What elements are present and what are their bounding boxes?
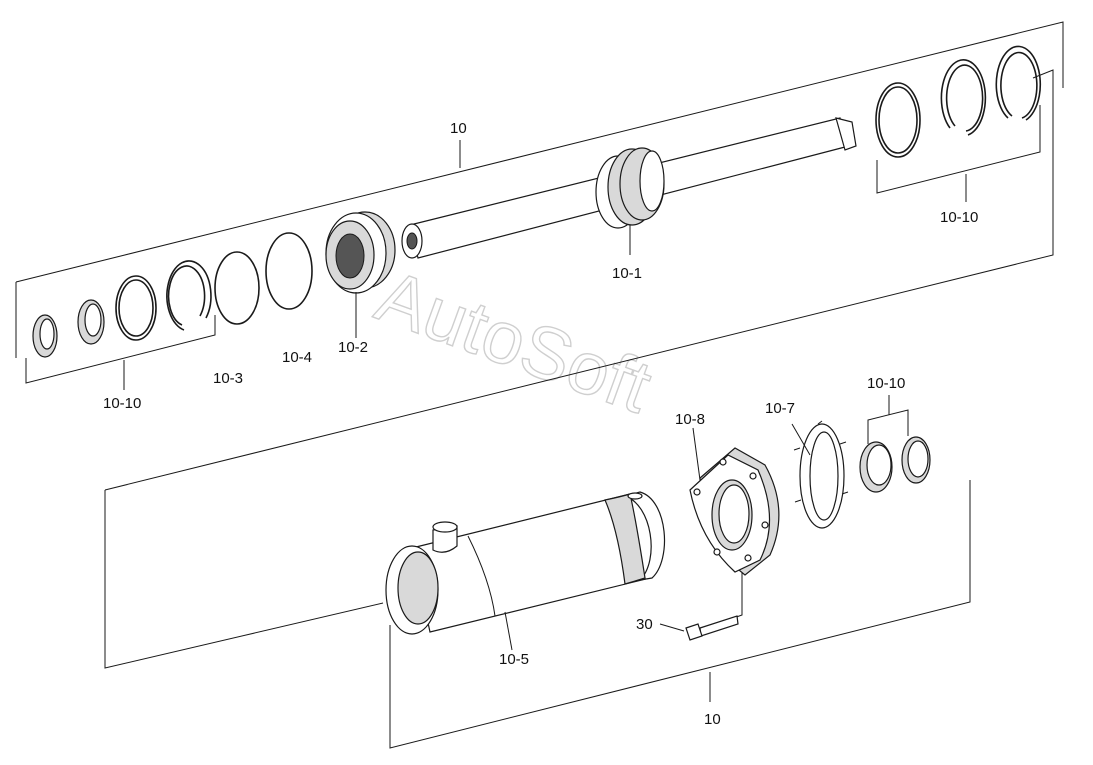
cylinder-tube xyxy=(385,491,665,651)
lock-plate xyxy=(791,420,849,529)
seal-kit-right-bottom xyxy=(859,395,931,493)
label-tube: 10-5 xyxy=(499,651,529,668)
label-seal-kit-right-bottom: 10-10 xyxy=(867,375,905,392)
label-ring-3: 10-3 xyxy=(213,370,243,387)
label-lock-plate: 10-7 xyxy=(765,400,795,417)
label-bottom-assembly: 10 xyxy=(704,711,721,728)
label-rod: 10-1 xyxy=(612,265,642,282)
label-bolt: 30 xyxy=(636,616,653,633)
seal-kit-right-top xyxy=(875,45,1042,202)
bolt xyxy=(659,615,739,641)
top-assembly-frame xyxy=(15,21,1064,491)
bottom-assembly-frame xyxy=(104,480,971,749)
piston-rod xyxy=(401,117,857,259)
seal-kit-left xyxy=(25,232,313,390)
label-end-flange: 10-8 xyxy=(675,411,705,428)
label-seal-kit-right-top: 10-10 xyxy=(940,209,978,226)
label-seal-kit-left: 10-10 xyxy=(103,395,141,412)
label-piston: 10-2 xyxy=(338,339,368,356)
end-flange xyxy=(689,427,780,621)
label-top-assembly: 10 xyxy=(450,120,467,137)
label-ring-4: 10-4 xyxy=(282,349,312,366)
piston xyxy=(325,211,396,338)
